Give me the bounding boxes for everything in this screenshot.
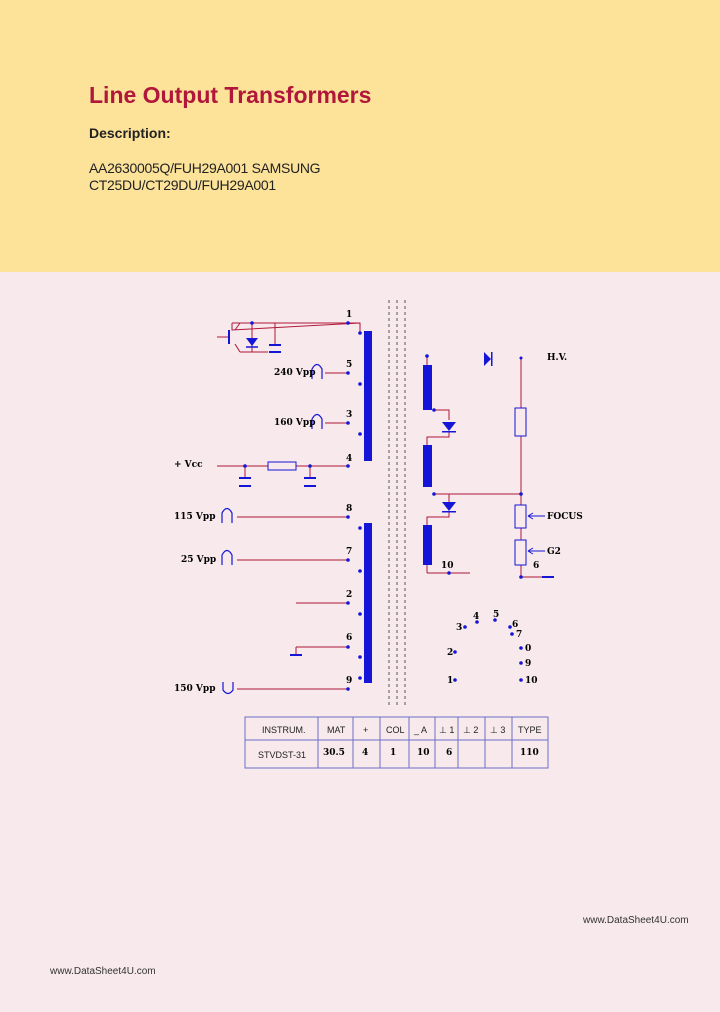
footer-link-left[interactable]: www.DataSheet4U.com: [50, 966, 156, 977]
th-gnd2: ⊥ 2: [463, 725, 478, 735]
label-240vpp: 240 Vpp: [274, 368, 316, 378]
pin-5: 5: [346, 360, 352, 370]
socket-pin-2: 2: [447, 648, 453, 658]
pin-8: 8: [346, 504, 352, 514]
socket-pin-4: 4: [473, 612, 479, 622]
label-160vpp: 160 Vpp: [274, 418, 316, 428]
focus-resistors: [514, 407, 527, 566]
label-115vpp: 115 Vpp: [174, 512, 216, 522]
td-plus: 4: [362, 748, 368, 758]
socket-pin-5a: 5: [493, 610, 499, 620]
pin-3: 3: [346, 410, 352, 420]
th-type: TYPE: [518, 725, 542, 735]
label-pin10: 10: [441, 561, 454, 571]
page-title: Line Output Transformers: [89, 82, 372, 108]
th-mat: MAT: [327, 725, 346, 735]
wires: [217, 322, 548, 690]
spec-table: INSTRUM. MAT + COL _ A ⊥ 1 ⊥ 2 ⊥ 3 TYPE …: [244, 716, 549, 769]
diode-icon: [246, 338, 258, 346]
primary-coil: [364, 331, 372, 461]
td-mat: 30.5: [323, 748, 345, 758]
th-col: COL: [386, 725, 405, 735]
label-150vpp: 150 Vpp: [174, 684, 216, 694]
description-line-2: CT25DU/CT29DU/FUH29A001: [89, 177, 276, 193]
td-a: 10: [417, 748, 430, 758]
pin-dots: [243, 321, 523, 691]
pin-9: 9: [346, 676, 352, 686]
label-g2: G2: [547, 547, 561, 557]
label-hv: H.V.: [547, 353, 567, 363]
socket-pin-1: 1: [447, 676, 453, 686]
transformer-core: [388, 300, 406, 705]
th-gnd3: ⊥ 3: [490, 725, 505, 735]
td-instrum: STVDST-31: [258, 750, 306, 760]
socket-pin-9: 9: [525, 659, 531, 669]
pin-7: 7: [346, 547, 352, 557]
pin-4: 4: [346, 454, 352, 464]
ground-symbols: [228, 330, 554, 656]
description-label: Description:: [89, 125, 171, 141]
th-gnd1: ⊥ 1: [439, 725, 454, 735]
resistor: [267, 461, 297, 471]
hv-coil-1: [423, 365, 432, 410]
socket-pin-10: 10: [525, 676, 538, 686]
socket-pin-3: 3: [456, 623, 462, 633]
secondary-coil: [364, 523, 372, 683]
th-a: _ A: [413, 725, 427, 735]
hv-diodes: [442, 352, 493, 513]
description-line-1: AA2630005Q/FUH29A001 SAMSUNG: [89, 160, 321, 176]
header-band: [0, 0, 720, 272]
pin-1: 1: [346, 310, 352, 320]
label-focus: FOCUS: [547, 512, 583, 522]
socket-pin-7: 7: [516, 630, 522, 640]
td-type: 110: [520, 748, 539, 758]
pin-2: 2: [346, 590, 352, 600]
label-25vpp: 25 Vpp: [181, 555, 216, 565]
th-plus: +: [363, 725, 368, 735]
coils: [364, 331, 432, 683]
socket-pin-0: 0: [525, 644, 531, 654]
td-gnd1: 6: [446, 748, 452, 758]
th-instrum: INSTRUM.: [262, 725, 306, 735]
label-vcc: + Vcc: [174, 460, 203, 470]
footer-link-right[interactable]: www.DataSheet4U.com: [583, 915, 689, 926]
pulse-icons: [221, 363, 323, 695]
arrows: [527, 512, 545, 555]
td-col: 1: [390, 748, 396, 758]
label-pin6: 6: [533, 561, 539, 571]
socket-pin-5b: 6: [512, 620, 518, 630]
hv-coil-2: [423, 445, 432, 487]
hv-coil-3: [423, 525, 432, 565]
pin-6: 6: [346, 633, 352, 643]
